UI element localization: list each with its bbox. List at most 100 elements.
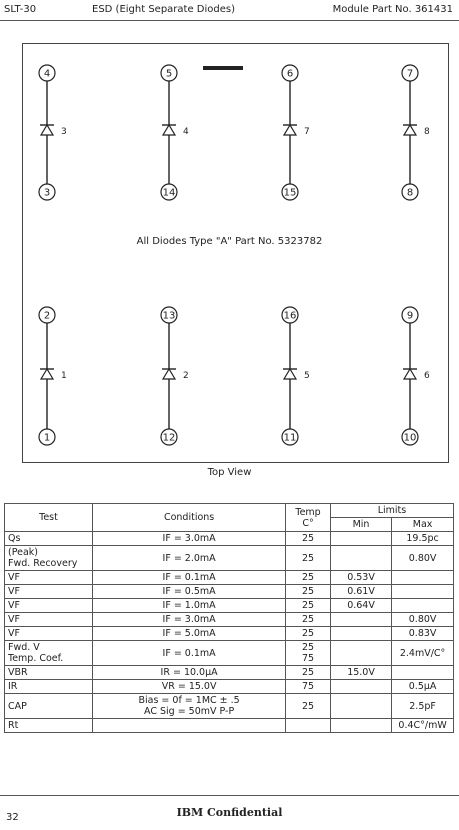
cell-temp: 25 75 xyxy=(285,640,331,666)
cell-test: VF xyxy=(4,626,93,641)
cell-conditions: IF = 0.5mA xyxy=(91,584,287,599)
top-diode-number-3: 8 xyxy=(424,127,430,137)
col-temp-unit: C° xyxy=(302,517,314,529)
top-pin-bottom-0 xyxy=(38,183,56,201)
bottom-pin-top-2 xyxy=(281,306,299,324)
col-max: Max xyxy=(391,517,454,532)
col-conditions: Conditions xyxy=(91,503,287,532)
top-diode-number-2: 7 xyxy=(304,127,310,137)
bottom-diode-triangle-1 xyxy=(161,367,177,380)
cell-test: VF xyxy=(4,598,93,613)
cell-conditions: IF = 2.0mA xyxy=(91,545,287,571)
cell-temp: 25 xyxy=(285,693,331,719)
cell-test: IR xyxy=(4,679,93,694)
cell-test: Fwd. V Temp. Coef. xyxy=(4,640,93,666)
header-left: SLT-30 xyxy=(4,4,37,15)
bottom-pin-bottom-3 xyxy=(401,428,419,446)
bottom-pin-bottom-0-label: 1 xyxy=(44,433,50,444)
top-diode-triangle-1 xyxy=(161,123,177,136)
top-pin-bottom-0-label: 3 xyxy=(44,188,50,199)
cell-max: 19.5pc xyxy=(391,531,454,546)
cell-conditions: VR = 15.0V xyxy=(91,679,287,694)
cell-test: (Peak) Fwd. Recovery xyxy=(4,545,93,571)
bottom-pin-bottom-1-label: 12 xyxy=(163,433,176,444)
cell-min xyxy=(329,545,393,571)
header-part-number: Module Part No. 361431 xyxy=(332,4,453,15)
cell-max: 0.5μA xyxy=(391,679,454,694)
cell-conditions xyxy=(91,718,287,733)
top-pin-top-0 xyxy=(38,64,56,82)
diodes-note: All Diodes Type "A" Part No. 5323782 xyxy=(136,236,323,247)
top-diode-triangle-2 xyxy=(282,123,298,136)
bottom-diode-triangle-2 xyxy=(282,367,298,380)
bottom-pin-bottom-2 xyxy=(281,428,299,446)
top-diode-triangle-0 xyxy=(39,123,55,136)
cell-temp: 25 xyxy=(285,665,331,680)
top-pin-top-0-label: 4 xyxy=(44,69,50,80)
cell-max xyxy=(391,584,454,599)
bottom-pin-bottom-2-label: 11 xyxy=(284,433,297,444)
cell-max: 0.83V xyxy=(391,626,454,641)
cell-test: VF xyxy=(4,584,93,599)
cell-max: 0.80V xyxy=(391,545,454,571)
cell-max xyxy=(391,598,454,613)
cell-test: VF xyxy=(4,570,93,585)
cell-min xyxy=(329,640,393,666)
cell-min xyxy=(329,626,393,641)
cell-temp: 25 xyxy=(285,612,331,627)
cell-test: VBR xyxy=(4,665,93,680)
bottom-diode-number-2: 5 xyxy=(304,371,310,381)
bottom-pin-bottom-3-label: 10 xyxy=(404,433,417,444)
cell-conditions: Bias = 0f = 1MC ± .5 AC Sig = 50mV P-P xyxy=(91,693,287,719)
bottom-pin-top-1-label: 13 xyxy=(163,311,176,322)
col-limits: Limits xyxy=(329,503,455,518)
top-pin-top-2 xyxy=(281,64,299,82)
top-diode-number-1: 4 xyxy=(183,127,189,137)
page-number: 32 xyxy=(6,812,19,823)
bottom-pin-bottom-0 xyxy=(38,428,56,446)
col-test: Test xyxy=(4,503,93,532)
cell-min: 0.53V xyxy=(329,570,393,585)
cell-min xyxy=(329,679,393,694)
bottom-diode-number-1: 2 xyxy=(183,371,189,381)
top-pin-bottom-2-label: 15 xyxy=(284,188,297,199)
bottom-pin-top-0 xyxy=(38,306,56,324)
cell-conditions: IF = 1.0mA xyxy=(91,598,287,613)
cell-conditions: IF = 0.1mA xyxy=(91,640,287,666)
top-pin-top-2-label: 6 xyxy=(287,69,293,80)
top-pin-top-3 xyxy=(401,64,419,82)
diagram-caption: Top View xyxy=(207,467,252,478)
col-temp-label: Temp xyxy=(295,506,321,518)
cell-temp xyxy=(285,718,331,733)
col-min: Min xyxy=(329,517,393,532)
cell-temp: 25 xyxy=(285,570,331,585)
cell-max xyxy=(391,665,454,680)
cell-temp: 25 xyxy=(285,598,331,613)
cell-temp: 25 xyxy=(285,545,331,571)
cell-max: 2.5pF xyxy=(391,693,454,719)
cell-test: CAP xyxy=(4,693,93,719)
cell-min: 0.61V xyxy=(329,584,393,599)
cell-min xyxy=(329,718,393,733)
cell-min xyxy=(329,693,393,719)
cell-test: VF xyxy=(4,612,93,627)
top-pin-bottom-3 xyxy=(401,183,419,201)
cell-min: 15.0V xyxy=(329,665,393,680)
cell-test: Rt xyxy=(4,718,93,733)
bottom-diode-number-3: 6 xyxy=(424,371,430,381)
specs-table: Test Conditions Temp C° Limits Min Max Q… xyxy=(4,503,455,733)
cell-min xyxy=(329,531,393,546)
top-pin-bottom-1 xyxy=(160,183,178,201)
cell-max: 2.4mV/C° xyxy=(391,640,454,666)
cell-temp: 75 xyxy=(285,679,331,694)
bottom-diode-triangle-3 xyxy=(402,367,418,380)
